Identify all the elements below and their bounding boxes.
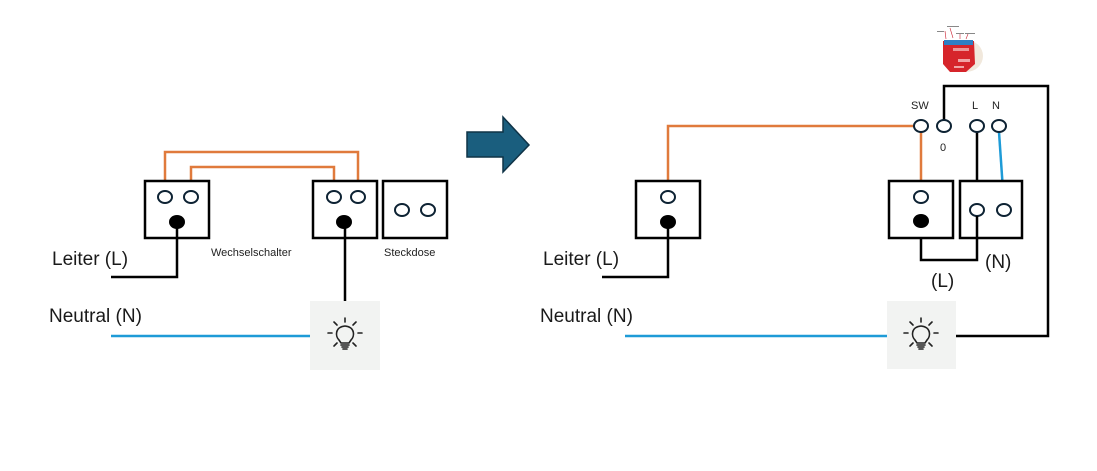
terminal-l-label: L: [972, 100, 978, 112]
terminal-hole: [350, 190, 366, 204]
terminal-common: [169, 215, 185, 229]
socket-label: Steckdose: [384, 247, 435, 259]
neutral-bridge-label: (N): [985, 252, 1011, 273]
before-diagram: Leiter (L) Neutral (N) Wechselschalter S…: [49, 150, 449, 370]
light-bulb-icon: [327, 317, 363, 350]
terminal-0: [936, 119, 952, 133]
live-label: Leiter (L): [543, 249, 619, 270]
switch-to-sw-wire: [666, 124, 914, 191]
switch-label: Wechselschalter: [211, 247, 292, 259]
terminal-common: [913, 214, 929, 228]
socket: [958, 179, 1024, 240]
light-bulb-icon: [903, 317, 939, 350]
arrow-right-icon: [466, 115, 531, 174]
socket: [381, 179, 449, 240]
switched-output-wire: [942, 84, 1050, 338]
live-bridge-label: (L): [931, 271, 954, 292]
traveler-wire-outer: [163, 150, 360, 192]
terminal-0-label: 0: [940, 142, 946, 154]
lamp: [887, 301, 956, 369]
terminal-n-label: N: [992, 100, 1000, 112]
live-wire: [111, 228, 179, 279]
terminal-hole: [183, 190, 199, 204]
socket-hole: [420, 203, 436, 217]
after-diagram: SW 0 L N: [540, 26, 1050, 369]
socket-hole-l: [969, 203, 985, 217]
terminal-hole: [326, 190, 342, 204]
terminal-sw: [913, 119, 929, 133]
terminal-hole: [913, 190, 929, 204]
lamp: [310, 301, 380, 370]
terminal-hole: [157, 190, 173, 204]
switch-2: [887, 179, 955, 240]
live-bridge-wire: [919, 216, 979, 262]
terminal-hole: [660, 190, 676, 204]
terminal-n: [991, 119, 1007, 133]
terminal-common: [336, 215, 352, 229]
traveler-wire-inner: [189, 165, 336, 192]
socket-hole-n: [996, 203, 1012, 217]
switch-1: [143, 179, 211, 240]
shelly-terminals: SW 0 L N: [911, 100, 1007, 154]
neutral-label: Neutral (N): [49, 306, 142, 327]
live-wire: [602, 228, 670, 279]
shelly-relay-module-image: [937, 26, 983, 72]
terminal-common: [660, 215, 676, 229]
socket-hole: [394, 203, 410, 217]
live-label: Leiter (L): [52, 249, 128, 270]
terminal-l: [969, 119, 985, 133]
terminal-sw-label: SW: [911, 100, 929, 112]
neutral-label: Neutral (N): [540, 306, 633, 327]
